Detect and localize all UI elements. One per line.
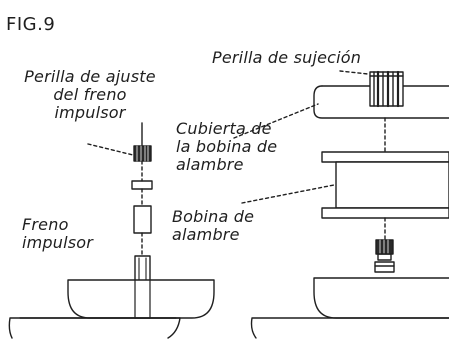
label-spool-cover: Cubierta de la bobina de alambre [176, 119, 278, 174]
leader-adjust-knob [87, 143, 134, 156]
washer [131, 180, 153, 190]
lower-knob [374, 239, 395, 273]
left-reel-housing [8, 279, 215, 339]
figure-label: FIG.9 [6, 14, 56, 35]
right-reel-housing [250, 277, 449, 339]
label-wire-spool: Bobina de alambre [172, 207, 255, 244]
label-brake-adjust-knob: Perilla de ajuste del freno impulsor [24, 67, 156, 122]
right-assembly [233, 70, 449, 339]
label-drive-brake: Freno impulsor [22, 215, 94, 252]
label-clamp-knob: Perilla de sujeción [212, 48, 362, 67]
left-assembly [8, 122, 215, 339]
brake-adjust-knob [133, 122, 152, 162]
spacer [133, 205, 152, 234]
leader-clamp-knob [339, 70, 369, 75]
leader-wire-spool [241, 184, 335, 204]
wire-spool [321, 151, 449, 219]
leader-spool-cover [233, 103, 319, 139]
clamp-knob [369, 70, 404, 108]
